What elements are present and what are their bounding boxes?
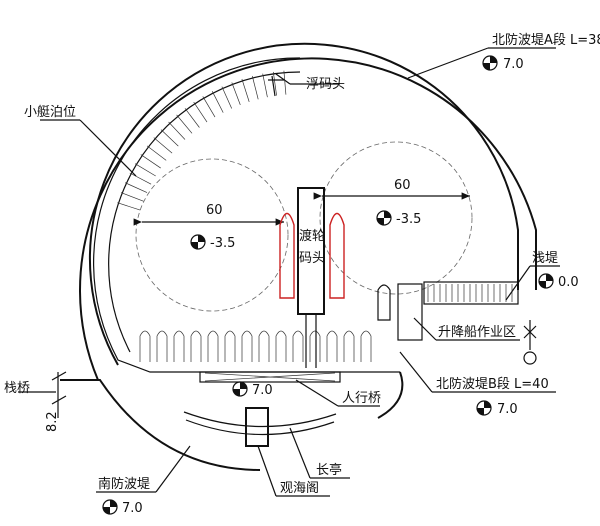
ferry-right xyxy=(329,212,345,299)
berth-boat xyxy=(207,330,219,362)
sea-view-pavilion xyxy=(245,407,269,447)
label-north-b-elev: 7.0 xyxy=(497,402,518,417)
berth-finger xyxy=(134,163,156,177)
shallow-dike xyxy=(423,281,519,305)
label-sea-view: 观海阁 xyxy=(280,481,319,496)
label-trestle-dim: 8.2 xyxy=(45,411,60,432)
berth-boat xyxy=(173,330,185,362)
label-lift-zone: 升降船作业区 xyxy=(438,325,516,340)
elev-symbol-right xyxy=(376,210,392,226)
trestle-dimension xyxy=(51,371,67,418)
label-shallow-dike: 浅堤 xyxy=(532,251,558,266)
inner-basin-outline xyxy=(93,57,400,373)
berth-boat xyxy=(258,330,270,362)
label-ferry-2: 码头 xyxy=(299,251,325,266)
berth-boat xyxy=(309,330,321,362)
berth-finger xyxy=(231,82,241,106)
label-trestle: 栈桥 xyxy=(4,381,30,396)
elev-symbol-north-a xyxy=(482,55,498,71)
label-pavilion: 长亭 xyxy=(316,462,342,478)
leader-lines xyxy=(18,47,560,497)
berth-finger xyxy=(251,75,259,100)
berth-finger xyxy=(129,172,152,185)
berth-finger xyxy=(283,70,287,95)
ferry-left xyxy=(279,212,295,299)
lift-zone xyxy=(377,283,423,341)
berth-finger xyxy=(124,182,148,193)
label-small-berth: 小艇泊位 xyxy=(24,105,76,120)
berth-finger xyxy=(160,129,179,147)
north-breakwater-a xyxy=(60,42,537,381)
berth-finger xyxy=(241,78,250,103)
turning-circle-right xyxy=(319,141,473,295)
elev-symbol-north-b xyxy=(476,400,492,416)
elev-symbol-bridge xyxy=(232,381,248,397)
berth-boat xyxy=(139,330,151,362)
berth-finger xyxy=(117,202,141,211)
label-shallow-elev: 0.0 xyxy=(558,275,579,290)
berth-boat xyxy=(275,330,287,362)
berth-finger xyxy=(262,73,268,98)
berth-finger xyxy=(120,192,144,202)
berth-finger xyxy=(272,71,277,96)
berth-finger xyxy=(193,101,208,123)
navigation-mark xyxy=(523,320,537,365)
label-ferry-1: 渡轮 xyxy=(299,228,325,244)
berth-boat xyxy=(292,330,304,362)
label-north-a-elev: 7.0 xyxy=(503,57,524,72)
berth-finger xyxy=(202,96,216,118)
berth-boat xyxy=(156,330,168,362)
berth-boat xyxy=(326,330,338,362)
berth-boat xyxy=(360,330,372,362)
elev-symbol-shallow xyxy=(538,273,554,289)
label-north-a: 北防波堤A段 L=380 xyxy=(492,32,600,48)
berth-finger xyxy=(176,114,193,134)
berth-finger xyxy=(153,137,173,154)
turning-circle-left xyxy=(135,158,289,312)
berth-boat xyxy=(241,330,253,362)
berth-finger xyxy=(211,91,224,113)
label-left-depth: -3.5 xyxy=(210,236,235,251)
berth-finger xyxy=(221,86,233,109)
label-bridge-elev: 7.0 xyxy=(252,383,273,398)
label-right-depth: -3.5 xyxy=(396,212,421,227)
label-left-dim: 60 xyxy=(206,203,223,218)
label-pedestrian-bridge: 人行桥 xyxy=(342,391,381,406)
pedestrian-bridge xyxy=(199,371,341,383)
berth-boat xyxy=(343,330,355,362)
label-north-b: 北防波堤B段 L=40 xyxy=(436,376,549,392)
label-right-dim: 60 xyxy=(394,178,411,193)
long-pavilion xyxy=(183,411,337,436)
berth-finger xyxy=(146,145,167,161)
berth-finger xyxy=(168,121,186,140)
elev-symbol-left xyxy=(190,234,206,250)
floating-dock xyxy=(268,75,284,97)
label-south-dike: 南防波堤 xyxy=(98,476,150,492)
ferry-pier xyxy=(297,187,325,368)
small-craft-berths xyxy=(117,70,287,211)
label-south-elev: 7.0 xyxy=(122,501,143,516)
berth-boat xyxy=(190,330,202,362)
berth-boat xyxy=(224,330,236,362)
south-breakwater xyxy=(60,379,261,471)
berth-finger xyxy=(140,154,161,169)
north-breakwater-b xyxy=(377,371,404,419)
elev-symbol-south xyxy=(102,499,118,515)
berth-finger xyxy=(184,108,200,128)
label-floating-dock: 浮码头 xyxy=(306,77,345,92)
bottom-row-berths xyxy=(139,330,372,362)
